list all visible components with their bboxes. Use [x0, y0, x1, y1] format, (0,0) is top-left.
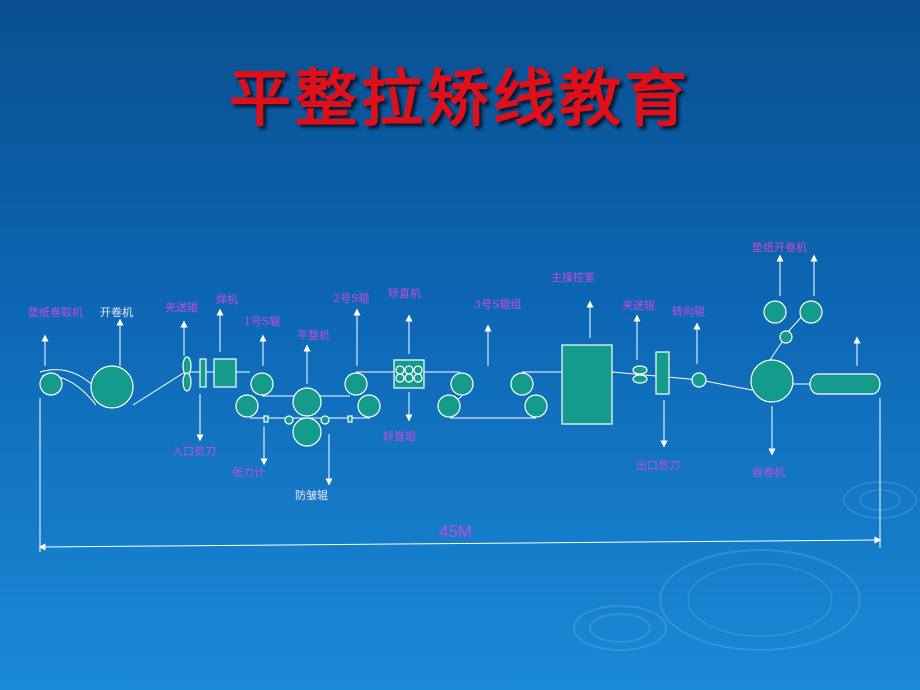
arrows	[41, 254, 861, 486]
dimension-line	[38, 398, 882, 552]
label-anti-wrinkle: 防皱辊	[295, 488, 328, 502]
skin-pass-mill	[263, 387, 353, 447]
label-entry-pinch-roll: 夹送辊	[165, 300, 198, 314]
exit-pinch-roll	[632, 365, 648, 384]
label-s-roll-2: 2号S辊	[333, 291, 370, 305]
label-paper-uncoiler: 垫纸开卷机	[752, 240, 807, 254]
paper-uncoiler-rolls	[763, 300, 823, 344]
s-roll-2-group	[344, 372, 381, 418]
paper-rewinder-roll	[39, 372, 63, 396]
dimension-label: 45M	[439, 522, 472, 541]
exit-coil-car	[809, 373, 881, 395]
label-s-roll-1: 1号S辊	[244, 314, 281, 328]
entry-pinch-roll	[182, 356, 192, 392]
label-control-room: 主操控室	[551, 270, 595, 284]
control-room-block	[561, 344, 613, 425]
label-recoiler: 收卷机	[752, 465, 785, 479]
label-skin-pass: 平整机	[297, 328, 330, 342]
leveler-unit	[393, 359, 425, 389]
label-paper-rewinder: 垫纸卷取机	[28, 305, 83, 319]
label-leveler-roll: 矫直辊	[383, 429, 416, 443]
welder-block	[199, 358, 237, 388]
label-tension-meter: 张力计	[232, 466, 265, 479]
page-title: 平整拉矫线教育	[228, 62, 691, 135]
s-roll-1-group	[235, 372, 274, 418]
s-roll-3-group	[437, 372, 548, 418]
uncoiler-coil	[90, 365, 134, 409]
label-exit-pinch-roll: 夹送辊	[622, 298, 655, 312]
label-uncoiler: 开卷机	[100, 305, 133, 319]
label-s-roll-3: 3号S辊组	[474, 297, 522, 311]
label-entry-shear: 入口剪刀	[172, 444, 216, 458]
label-welder: 焊机	[216, 292, 238, 306]
recoiler-coil	[750, 359, 794, 403]
label-exit-shear: 出口剪刀	[636, 458, 680, 472]
deflector-roll	[691, 372, 707, 388]
label-deflector: 转向辊	[672, 304, 705, 318]
ripple-decoration	[573, 481, 917, 651]
label-leveler: 矫直机	[388, 286, 421, 300]
exit-shear-block	[655, 351, 670, 395]
strip-path	[39, 311, 830, 419]
